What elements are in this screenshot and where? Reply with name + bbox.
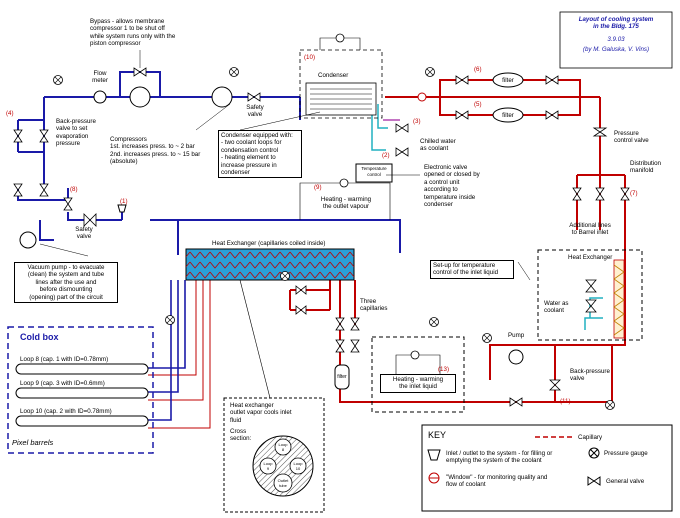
cs-label-loop8: Loop 8 [278,442,288,452]
label-n8: (8) [70,186,78,193]
label-heating-inlet: Heating - warming the inlet liquid [380,374,456,393]
key-gauge-x [589,448,599,458]
header-authors: (by M. Galuska, V. Vins) [582,46,650,53]
key-inlet-outlet: Inlet / outlet to the system - for filli… [446,450,553,465]
label-n5: (5) [474,101,482,108]
label-distribution-manifold: Distribution manifold [630,160,661,175]
filter-3 [334,364,350,390]
vacuum-pump [19,231,37,249]
label-condenser: Condenser [318,72,349,79]
compressor-2 [211,86,233,108]
label-filter-1: filter [502,77,514,84]
filter-1 [492,72,524,88]
key-box [421,424,673,512]
label-temp-control: Temperature control [361,166,387,177]
cs-label-loop10: Loop 10 [293,461,303,471]
label-n1: (1) [120,198,128,205]
hx-pointer-line [239,279,271,399]
key-general-valve: General valve [606,478,645,485]
label-safety-valve-top: Safety valve [246,104,264,119]
label-n9: (9) [314,184,322,191]
main-hx-coils [186,249,354,280]
label-n6: (6) [474,66,482,73]
header-title: Layout of cooling system in the Bldg. 17… [578,16,654,31]
label-flow-meter: Flow meter [92,70,108,85]
cs-label-outlet: Outlet tube [277,478,289,488]
compressor-1 [129,86,151,108]
cross-section-tubes [259,438,307,493]
label-n13: (13) [438,366,450,373]
label-filter-2: filter [502,112,514,119]
label-filter-3: filter [337,374,347,380]
label-heating-outlet: Heating - warming the outlet vapour [320,196,372,211]
label-water-coolant: Water as coolant [544,300,569,315]
label-n2: (2) [382,152,390,159]
inlet-1 [117,204,127,213]
key-pressure-gauge: Pressure gauge [604,450,648,457]
condenser-tubes [310,88,372,110]
temp-control-box [355,163,393,183]
cold-box [7,326,154,454]
label-bypass: Bypass - allows membrane compressor 1 to… [90,18,176,48]
label-pressure-control-valve: Pressure control valve [614,130,649,145]
pixel-barrels [15,363,149,427]
valves [13,67,630,407]
label-n11: (11) [560,398,571,405]
key-window: "Window" - for monitoring quality and fl… [446,474,548,489]
capillaries [148,280,211,429]
key-capillary: Capillary [578,434,603,441]
label-hx-outlet: Heat exchanger outlet vapor cools inlet … [230,402,292,424]
label-three-capillaries: Three capillaries [360,298,388,313]
label-n3: (3) [413,118,421,125]
filter-2 [492,107,524,123]
label-additional-lines: Additional lines to Barrel inlet [569,222,611,237]
label-electronic-valve: Electronic valve opened or closed by a c… [424,164,480,209]
label-heat-exchanger-main: Heat Exchanger (capillaries coiled insid… [212,240,326,247]
cold-box-loop-8: Loop 8 (cap. 1 with ID=0.78mm) [20,356,109,363]
key-title: KEY [428,430,447,440]
label-setup-temp: Set-up for temperature control of the in… [430,260,514,279]
label-safety-valve-left: Safety valve [75,226,93,241]
label-heat-exchanger-right: Heat Exchanger [568,254,613,261]
label-vacuum-pump: Vacuum pump - to evacuate (clean) the sy… [14,262,118,304]
key-inlet-icon [427,449,441,461]
heater-wires [299,37,441,375]
label-n4: (4) [6,110,14,117]
label-back-pressure-valve-right: Back-pressure valve [570,368,610,383]
outlet-tubes [148,280,186,421]
label-cross-section: Cross section: [230,428,252,443]
cold-box-loop-9: Loop 9 (cap. 3 with ID=0.6mm) [20,380,105,387]
condenser-dashed-box [299,49,383,119]
header-box [559,11,673,69]
label-pump: Pump [508,332,525,339]
flow-meter [93,90,107,104]
cross-section [252,435,314,497]
gauge-crosses [54,68,614,409]
heating-inlet-box [371,336,465,413]
cold-box-title: Cold box [20,332,59,342]
key-valve-icon [587,476,601,486]
label-condenser-equipped: Condenser equipped with: - two coolant l… [218,130,302,179]
header-date: 3.9.03 [607,36,625,43]
label-compressors: Compressors 1st. increases press. to ~ 2… [110,136,201,166]
right-hx-box [537,249,643,341]
coolant-loops [371,104,603,330]
label-n10: (10) [304,54,316,61]
pump [508,349,524,365]
label-back-pressure-evap: Back-pressure valve to set evaporation p… [56,118,96,148]
label-n7: (7) [630,190,638,197]
window-3 [417,92,427,102]
cold-box-loop-10: Loop 10 (cap. 2 with ID=0.78mm) [20,408,112,415]
pressure-gauges [53,67,615,410]
right-heat-exchanger [613,259,625,339]
right-hx-coil [613,264,625,336]
cs-label-loop9: Loop 9 [263,461,273,471]
cold-box-footer: Pixel barrels [12,438,54,447]
red-lines [289,79,626,403]
label-chilled-water: Chilled water as coolant [420,138,456,153]
pointer-lines [39,50,531,281]
